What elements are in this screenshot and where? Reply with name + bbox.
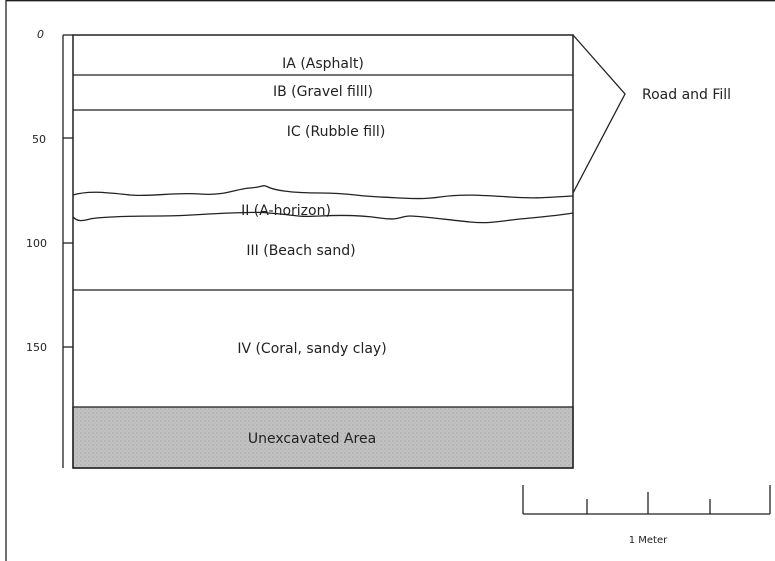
layer-ic-label: IC (Rubble fill) <box>287 124 386 140</box>
road-and-fill-bracket <box>572 34 626 194</box>
layer-ib-label: IB (Gravel filll) <box>273 84 373 100</box>
scale-bar: 1 Meter <box>522 485 771 546</box>
depth-axis: 0 50 100 150 <box>26 28 73 468</box>
layer-iv-label: IV (Coral, sandy clay) <box>237 341 386 357</box>
boundary-ic-ii <box>72 185 574 200</box>
profile-box <box>72 34 574 469</box>
depth-tick-label: 0 <box>37 28 44 41</box>
boundary-ii-iii <box>72 211 574 224</box>
depth-tick-label: 150 <box>26 341 47 354</box>
layer-iii-label: III (Beach sand) <box>246 243 355 259</box>
layer-ia-label: IA (Asphalt) <box>282 56 364 72</box>
road-and-fill-label: Road and Fill <box>642 87 731 103</box>
layer-ii-label: II (A-horizon) <box>241 203 331 219</box>
depth-tick-label: 100 <box>26 237 47 250</box>
layer-unexcavated-label: Unexcavated Area <box>248 431 376 447</box>
depth-tick-label: 50 <box>32 133 46 146</box>
scale-bar-label: 1 Meter <box>629 535 668 546</box>
